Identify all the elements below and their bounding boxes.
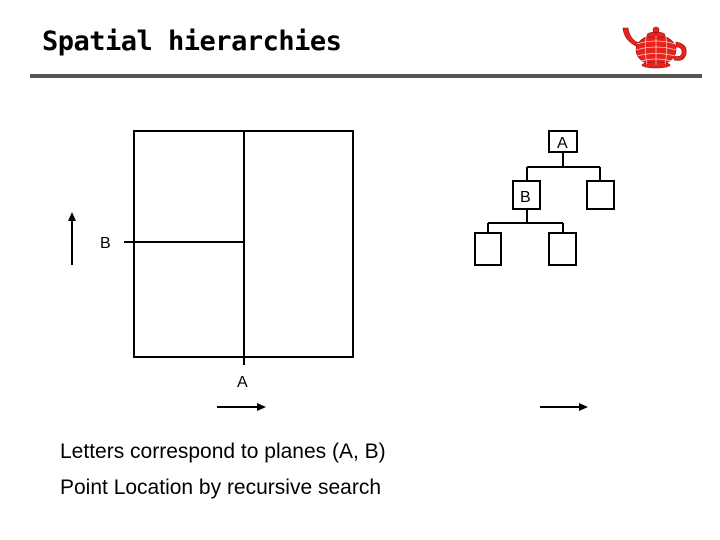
plane-b-label: B (100, 235, 111, 252)
tree-leaf (474, 232, 502, 266)
tree-node-a-label: A (557, 135, 568, 152)
title-divider (30, 74, 702, 78)
plane-a-normal-arrow-icon (217, 403, 266, 411)
tree-arrow-icon (540, 403, 588, 411)
tree-leaf (586, 180, 615, 210)
tree-node-b (512, 180, 541, 210)
page-title: Spatial hierarchies (42, 26, 342, 57)
tree-leaf (548, 232, 577, 266)
teapot-logo-icon (622, 26, 687, 69)
bullet-text: Letters correspond to planes (A, B) (60, 440, 386, 463)
plane-b-normal-arrow-icon (68, 212, 76, 265)
tree-node-b-label: B (520, 189, 531, 206)
hierarchy-tree (487, 152, 601, 233)
tree-node-a (548, 130, 578, 153)
plane-a-label: A (237, 374, 248, 391)
bullet-text: Point Location by recursive search (60, 476, 381, 499)
